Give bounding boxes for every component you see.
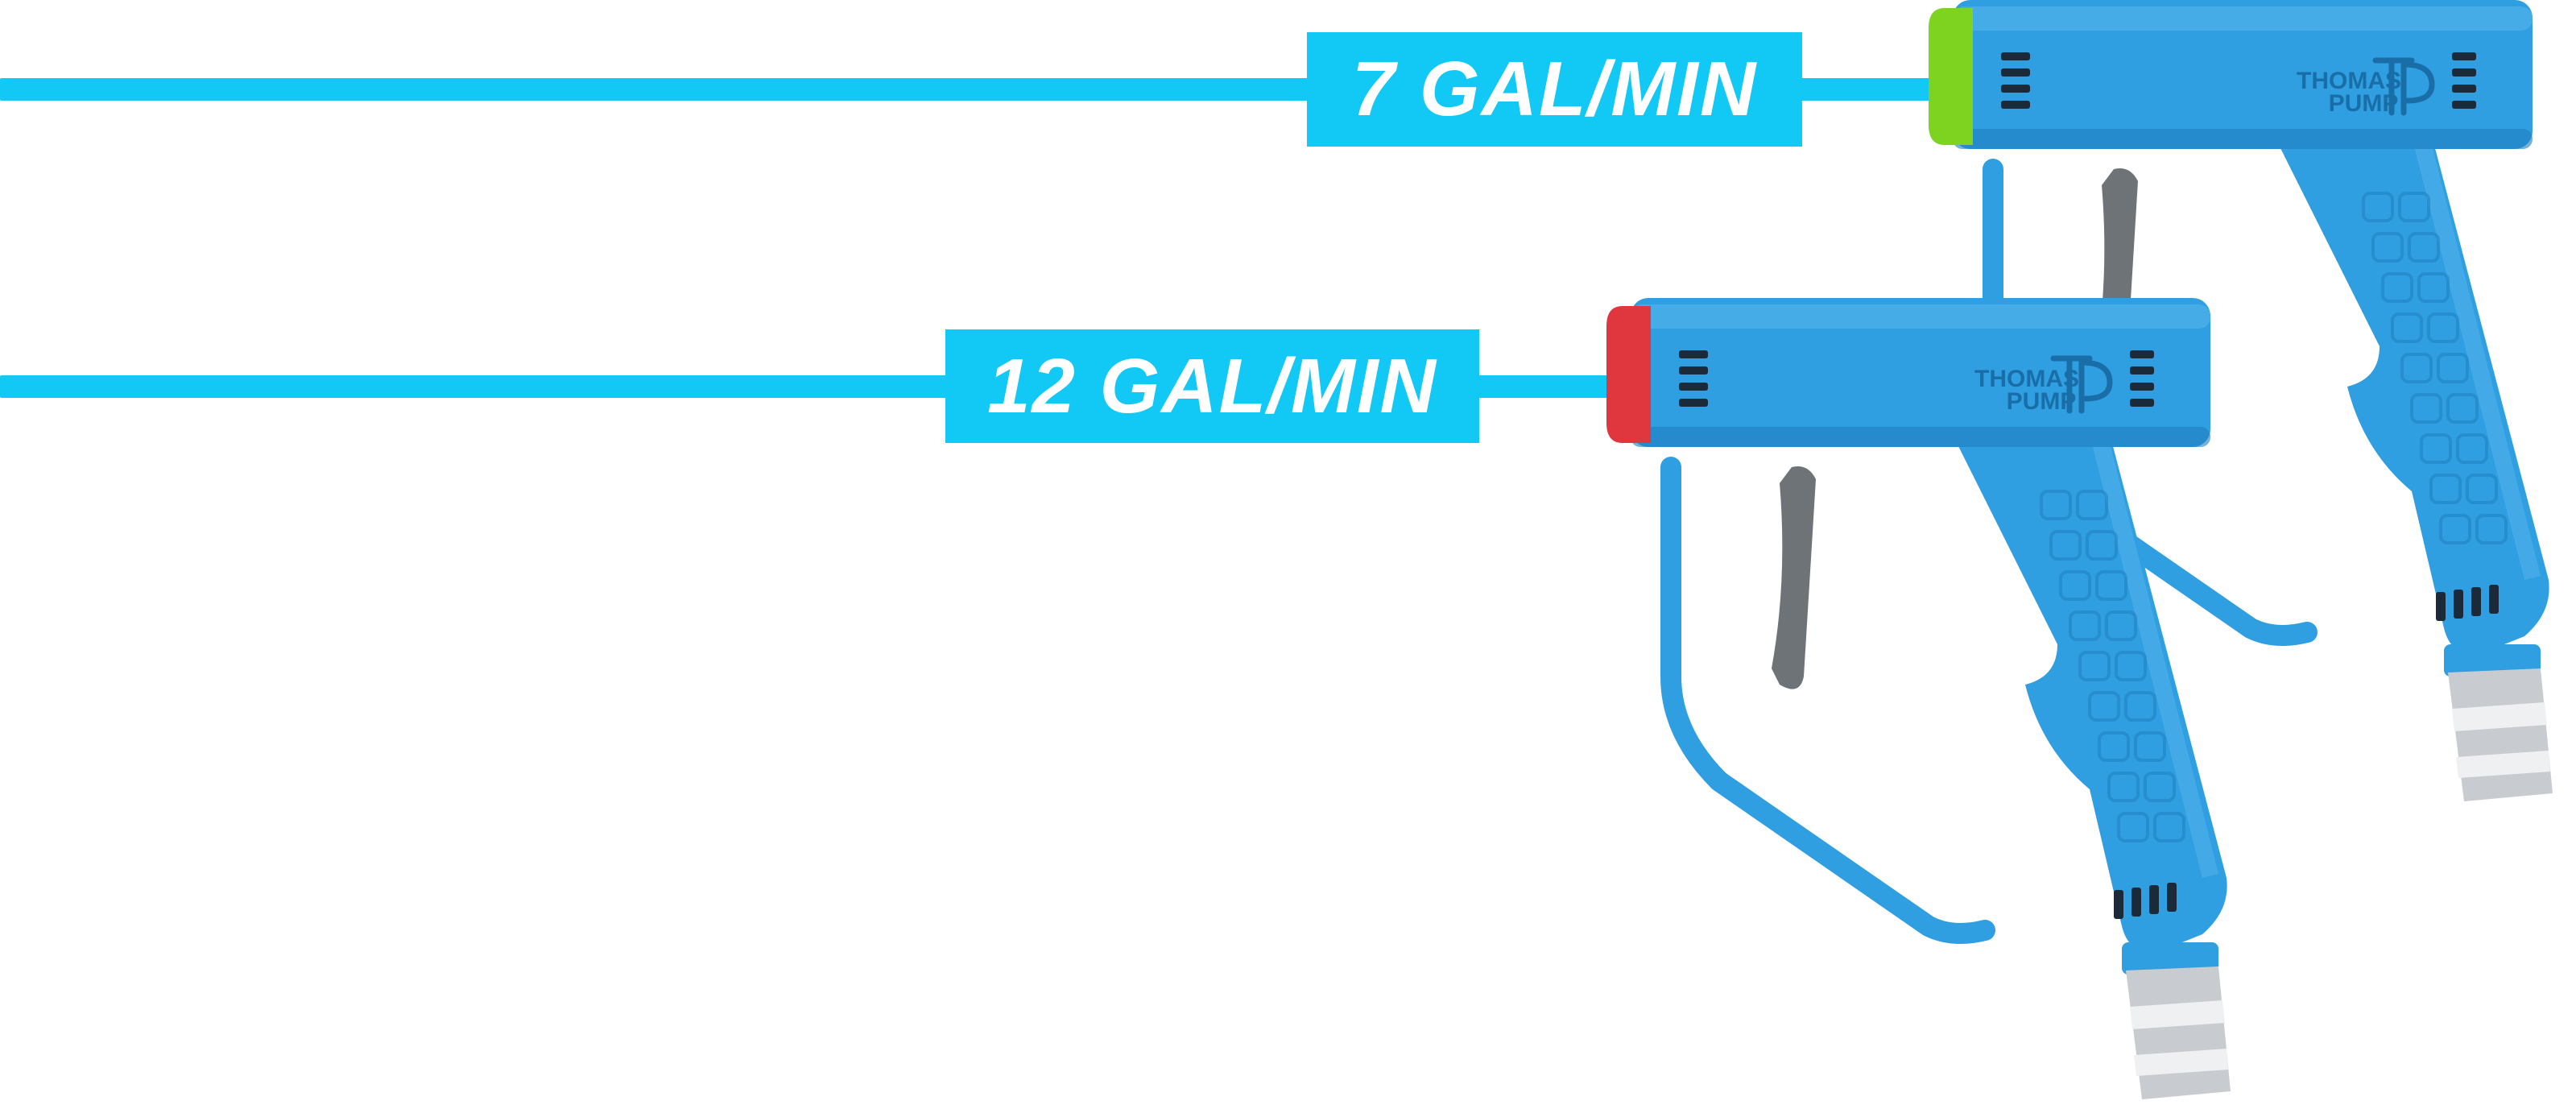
barrel-vent-icon — [2001, 52, 2476, 109]
grip-texture — [2040, 490, 2185, 842]
trigger-guard — [1660, 457, 1995, 944]
hose-fitting — [2122, 942, 2231, 1099]
tp-monogram-icon — [2050, 355, 2113, 414]
barrel-vent-icon — [1679, 350, 2154, 407]
tp-monogram-icon — [2372, 57, 2435, 116]
handle-vent-icon — [2436, 585, 2499, 621]
brand-logo: THOMAS PUMP — [1974, 355, 2113, 415]
gun-barrel — [1953, 0, 2533, 149]
grip-texture — [2362, 192, 2508, 544]
hose-fitting — [2444, 644, 2553, 801]
gun-handle — [1945, 419, 2227, 952]
spray-gun-7gpm: THOMAS PUMP — [1929, 0, 2553, 801]
gun-handle — [2267, 121, 2549, 654]
flow-badge-12gpm: 12 GAL/MIN — [945, 329, 1479, 443]
svg-text:THOMAS: THOMAS — [2297, 68, 2401, 94]
spray-gun-12gpm: THOMAS PUMP — [1606, 298, 2231, 1099]
trigger — [1772, 466, 1816, 689]
cap-red — [1606, 306, 1651, 443]
brand-logo: THOMAS PUMP — [2297, 57, 2435, 117]
gun-barrel — [1631, 298, 2210, 447]
cap-green — [1929, 8, 1973, 145]
svg-text:PUMP: PUMP — [2007, 388, 2077, 415]
handle-vent-icon — [2114, 883, 2177, 919]
svg-text:PUMP: PUMP — [2329, 90, 2399, 117]
svg-text:THOMAS: THOMAS — [1974, 366, 2079, 392]
flow-badge-7gpm: 7 GAL/MIN — [1307, 32, 1802, 147]
